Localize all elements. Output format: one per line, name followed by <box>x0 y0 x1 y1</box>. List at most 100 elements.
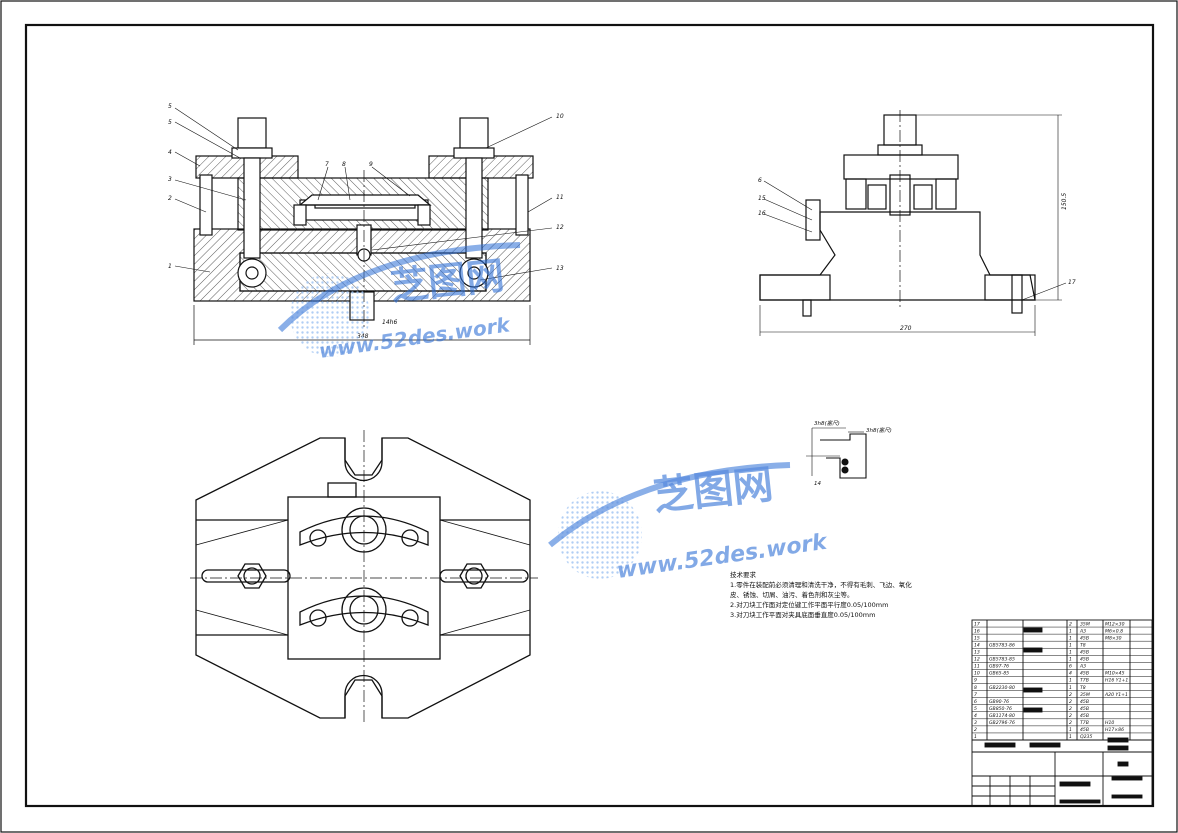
balloon-6: 6 <box>758 177 762 184</box>
bom-cell-no: 2 <box>974 727 977 733</box>
bom-cell-no: 5 <box>974 706 977 712</box>
bom-cell-no: 15 <box>974 635 980 641</box>
bom-cell-code: GB5783-86 <box>989 642 1015 648</box>
bom-cell-note: A20 Y1+1 <box>1104 692 1128 698</box>
watermark-brand-middle: 芝图网 <box>651 462 775 520</box>
bom-cell-code: GB1174-80 <box>989 713 1015 719</box>
bom-cell-mat: T8 <box>1080 642 1086 648</box>
balloon-7: 7 <box>325 161 329 168</box>
bom-cell-no: 4 <box>974 713 977 719</box>
bom-cell-code: GB65-85 <box>989 671 1009 677</box>
bom-cell-mat: 45B <box>1080 649 1089 655</box>
bom-cell-mat: 45B <box>1080 657 1089 663</box>
bom-cell-qty: 1 <box>1069 649 1072 655</box>
balloon-4: 4 <box>168 149 172 156</box>
bom-cell-no: 3 <box>974 720 977 726</box>
bom-cell-note: H10 <box>1105 720 1114 726</box>
balloon-15: 15 <box>758 195 766 202</box>
tech-title: 技术要求 <box>730 571 756 579</box>
dim-14h6: 14h6 <box>382 319 397 326</box>
bom-cell-qty: 1 <box>1069 642 1072 648</box>
bom-cell-code: GB850-76 <box>989 706 1012 712</box>
bom-cell-mat: T7B <box>1080 678 1089 684</box>
bom-cell-mat: 45B <box>1080 635 1089 641</box>
balloon-13: 13 <box>556 265 564 272</box>
dim-270: 270 <box>900 325 912 332</box>
bom-cell-qty: 2 <box>1069 713 1072 719</box>
bom-cell-qty: 6 <box>1069 664 1072 670</box>
side-view <box>759 110 1067 336</box>
balloon-11: 11 <box>556 194 564 201</box>
balloon-1: 1 <box>168 263 172 270</box>
bom-cell-qty: 1 <box>1069 628 1072 634</box>
bom-cell-no: 16 <box>974 628 980 634</box>
feeler-gauge-detail <box>806 427 867 479</box>
bom-cell-mat: Q235 <box>1080 734 1092 740</box>
bom-cell-no: 1 <box>974 734 977 740</box>
balloon-3: 3 <box>168 176 172 183</box>
bom-cell-code: GB97-76 <box>989 664 1009 670</box>
technical-requirements: 技术要求 1.零件在装配前必须清理和清洗干净，不得有毛刺、飞边、氧化 皮、锈蚀、… <box>730 570 912 620</box>
bom-cell-note: M10×45 <box>1105 671 1125 677</box>
tech-line-2: 皮、锈蚀、切屑、油污、着色剂和灰尘等。 <box>730 591 854 599</box>
tech-line-1: 1.零件在装配前必须清理和清洗干净，不得有毛刺、飞边、氧化 <box>730 581 912 589</box>
bom-cell-mat: A3 <box>1079 628 1086 634</box>
balloon-9: 9 <box>369 161 373 168</box>
bom-cell-no: 11 <box>974 664 980 670</box>
bom-cell-code: GB2230-80 <box>989 685 1015 691</box>
bom-cell-qty: 2 <box>1069 692 1072 698</box>
balloon-10: 10 <box>556 113 564 120</box>
title-block <box>971 619 1153 807</box>
balloon-5b: 5 <box>168 119 172 126</box>
bom-cell-code: GB5783-85 <box>989 657 1015 663</box>
bom-cell-code: GB90-76 <box>989 699 1009 705</box>
bom-cell-no: 12 <box>974 657 980 663</box>
bom-cell-qty: 1 <box>1069 727 1072 733</box>
inner-border <box>24 23 1155 808</box>
bom-cell-mat: A3 <box>1079 664 1086 670</box>
bom-cell-code: GB2796-76 <box>989 720 1015 726</box>
bom-cell-note: H17×86 <box>1105 727 1124 733</box>
bom-cell-qty: 2 <box>1069 706 1072 712</box>
balloon-16: 16 <box>758 210 766 217</box>
bom-cell-no: 14 <box>974 642 980 648</box>
bom-cell-qty: 1 <box>1069 657 1072 663</box>
bom-cell-qty: 2 <box>1069 621 1072 627</box>
detail-dim-14: 14 <box>814 481 821 487</box>
bom-cell-mat: 35M <box>1080 692 1090 698</box>
front-section-view <box>174 107 553 345</box>
balloon-2: 2 <box>168 195 172 202</box>
bom-cell-no: 10 <box>974 671 980 677</box>
dim-150-5: 150.5 <box>1061 193 1068 210</box>
bom-cell-note: M12×30 <box>1105 621 1125 627</box>
bom-cell-note: M6×0.8 <box>1105 628 1123 634</box>
bom-cell-note: M8×30 <box>1105 635 1122 641</box>
tech-line-4: 3.对刀块工作平面对夹具底面垂直度0.05/100mm <box>730 611 876 619</box>
bom-cell-qty: 1 <box>1069 734 1072 740</box>
bom-cell-qty: 2 <box>1069 699 1072 705</box>
bom-cell-mat: 45B <box>1080 706 1089 712</box>
balloon-12: 12 <box>556 224 564 231</box>
bom-cell-mat: 45B <box>1080 727 1089 733</box>
bom-cell-mat: 45B <box>1080 671 1089 677</box>
bom-cell-no: 7 <box>974 692 977 698</box>
balloon-5a: 5 <box>168 103 172 110</box>
bom-cell-no: 8 <box>974 685 977 691</box>
top-view <box>190 430 538 725</box>
bom-cell-no: 17 <box>974 621 980 627</box>
bom-cell-mat: 35M <box>1080 621 1090 627</box>
bom-cell-mat: 45B <box>1080 699 1089 705</box>
bom-cell-qty: 4 <box>1069 671 1072 677</box>
bom-cell-no: 9 <box>974 678 977 684</box>
bom-cell-no: 6 <box>974 699 977 705</box>
bom-cell-mat: T7B <box>1080 720 1089 726</box>
bom-cell-qty: 1 <box>1069 685 1072 691</box>
watermark-middle: 芝图网 www.52des.work <box>548 462 830 584</box>
bom-cell-qty: 1 <box>1069 635 1072 641</box>
detail-label-1: 3h8(塞尺) <box>814 420 840 427</box>
balloon-8: 8 <box>342 161 346 168</box>
bom-cell-mat: T8 <box>1080 685 1086 691</box>
